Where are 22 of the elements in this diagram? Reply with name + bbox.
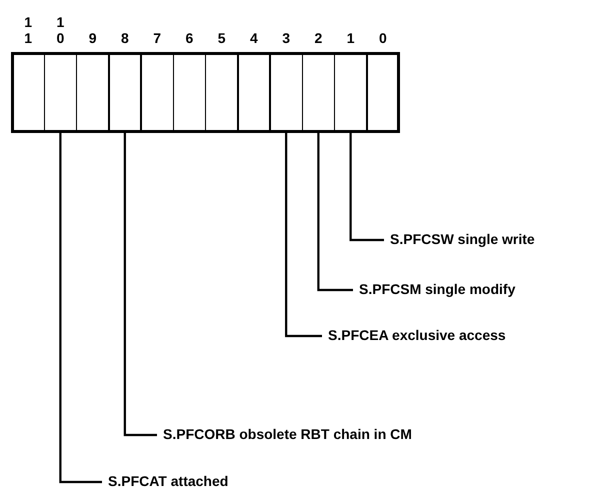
bit-number: 11 bbox=[24, 12, 32, 46]
leader-line bbox=[124, 133, 157, 436]
leader-line bbox=[59, 133, 102, 484]
field-label: S.PFCSM single modify bbox=[359, 281, 516, 297]
leader-line bbox=[285, 133, 322, 338]
field-label: S.PFCAT attached bbox=[108, 473, 228, 489]
bit-number: 3 bbox=[282, 28, 290, 46]
bit-number: 0 bbox=[378, 28, 387, 46]
field-label: S.PFCSW single write bbox=[390, 231, 535, 247]
bit-number: 5 bbox=[218, 28, 226, 46]
field-label: S.PFCEA exclusive access bbox=[328, 327, 506, 343]
bit-number: 7 bbox=[153, 28, 162, 46]
bit-number: 8 bbox=[120, 28, 129, 46]
bit-number: 10 bbox=[56, 12, 64, 46]
leader-line bbox=[350, 133, 384, 242]
bit-number: 6 bbox=[185, 28, 194, 46]
leader-line bbox=[317, 133, 353, 292]
bit-number: 2 bbox=[314, 28, 322, 46]
field-label: S.PFCORB obsolete RBT chain in CM bbox=[163, 426, 412, 442]
bit-number: 1 bbox=[346, 28, 355, 46]
bit-number: 4 bbox=[250, 28, 258, 46]
bit-number: 9 bbox=[88, 28, 97, 46]
